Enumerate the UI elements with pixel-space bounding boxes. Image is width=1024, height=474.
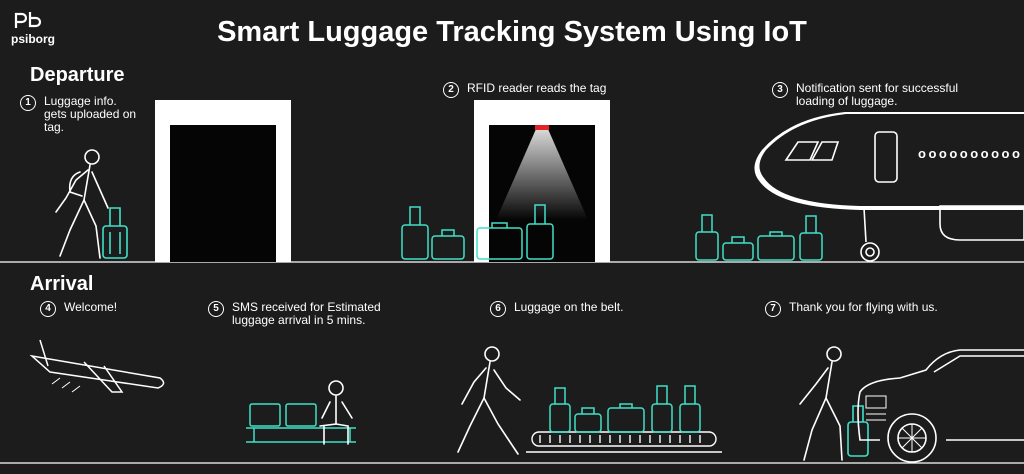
step-number-badge: 4: [40, 301, 56, 317]
seated-passenger-icon: [319, 380, 353, 445]
step-text: Welcome!: [64, 300, 118, 314]
step-6: 6 Luggage on the belt.: [490, 301, 680, 317]
terminal-label: Terminal: [507, 104, 577, 123]
psiborg-logo-icon: [14, 12, 42, 28]
belt-luggage-icon: [549, 385, 701, 433]
rfid-reader-icon: [535, 125, 549, 130]
step-text: Luggage on the belt.: [514, 300, 624, 314]
terminal-luggage-icon: [401, 204, 554, 260]
step-number-badge: 7: [765, 301, 781, 317]
suitcase-departure-icon: [102, 207, 128, 259]
step-text: Luggage info. gets uploaded on tag.: [44, 94, 137, 134]
traveller-final-icon: [799, 346, 843, 461]
step-number-badge: 3: [772, 82, 788, 98]
car-icon: [857, 349, 1024, 463]
baggage-belt-icon: [526, 431, 722, 453]
waiting-seats-icon: [246, 403, 356, 443]
step-text: Notification sent for successful loading…: [796, 81, 959, 108]
step-number-badge: 1: [20, 95, 36, 111]
step-2: 2 RFID reader reads the tag: [443, 82, 643, 98]
step-text: Thank you for flying with us.: [789, 300, 938, 314]
brand-name: psiborg: [11, 32, 55, 46]
step-text: RFID reader reads the tag: [467, 81, 607, 95]
loading-luggage-icon: [695, 214, 823, 261]
checkin-label: Check-In: [187, 104, 259, 123]
page-title: Smart Luggage Tracking System Using IoT: [217, 16, 807, 48]
departure-heading: Departure: [30, 64, 125, 86]
step-1: 1 Luggage info. gets uploaded on tag.: [20, 95, 140, 134]
step-4: 4 Welcome!: [40, 301, 180, 317]
plane-windows: oooooooooo: [918, 146, 1022, 161]
arrival-heading: Arrival: [30, 273, 94, 295]
traveller-departure-icon: [55, 149, 109, 259]
terminal-gate: [474, 100, 610, 262]
step-5: 5 SMS received for Estimated luggage arr…: [208, 301, 398, 327]
airplane-arrival-icon: [29, 339, 165, 393]
traveller-walking-icon: [457, 346, 521, 455]
step-7: 7 Thank you for flying with us.: [765, 301, 985, 317]
checkin-gate: [155, 100, 291, 262]
step-text: SMS received for Estimated luggage arriv…: [232, 300, 381, 327]
airplane-departure-icon: [754, 112, 1024, 262]
rfid-beam: [496, 129, 588, 220]
step-number-badge: 5: [208, 301, 224, 317]
step-number-badge: 2: [443, 82, 459, 98]
step-number-badge: 6: [490, 301, 506, 317]
step-3: 3 Notification sent for successful loadi…: [772, 82, 982, 108]
